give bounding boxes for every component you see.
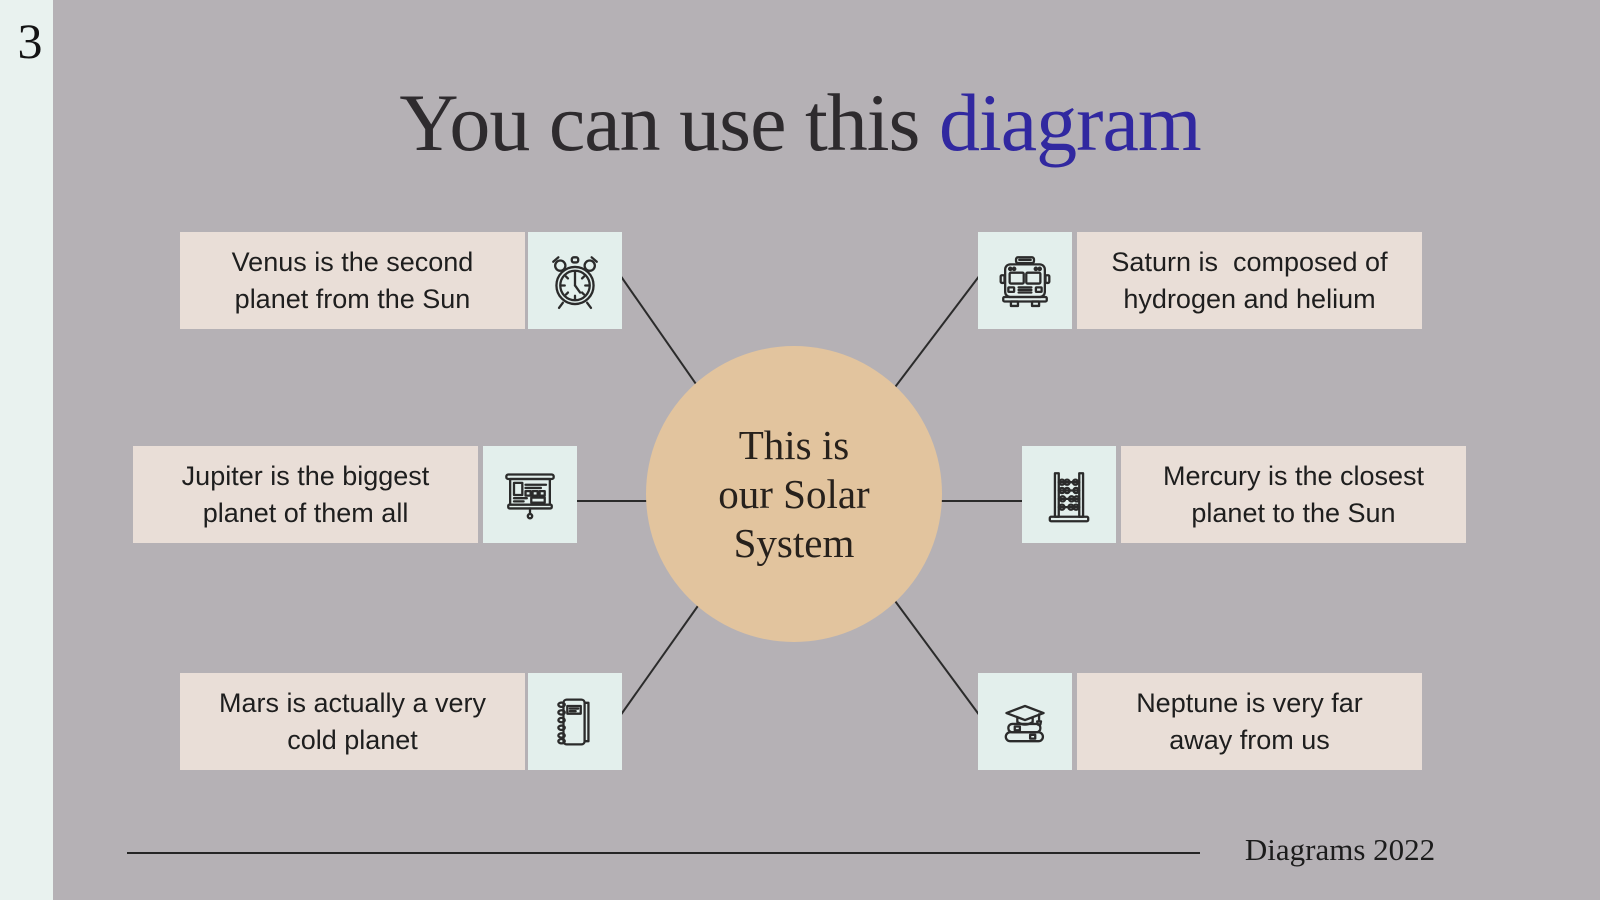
footer-rule bbox=[127, 852, 1200, 854]
title-text: You can use this bbox=[399, 77, 939, 168]
fact-text: Neptune is very far bbox=[1136, 687, 1363, 718]
fact-box-jupiter: Jupiter is the biggest planet of them al… bbox=[133, 446, 478, 543]
alarm-clock-icon bbox=[552, 255, 598, 309]
hub-line: This is bbox=[738, 421, 850, 468]
fact-text: Mercury is the closest bbox=[1162, 460, 1425, 491]
fact-text: away from us bbox=[1169, 724, 1330, 755]
fact-box-venus: Venus is the second planet from the Sun bbox=[180, 232, 525, 329]
title-highlight: diagram bbox=[938, 77, 1202, 168]
icon-tile-venus bbox=[528, 232, 622, 329]
graduation-cap-books-icon bbox=[1004, 704, 1045, 742]
icon-tile-mercury bbox=[1022, 446, 1116, 543]
slide-title: You can use this diagram bbox=[40, 76, 1560, 170]
fact-box-saturn: Saturn is composed of hydrogen and heliu… bbox=[1077, 232, 1422, 329]
footer-credit: Diagrams 2022 bbox=[1244, 832, 1436, 867]
school-bus-icon bbox=[999, 255, 1051, 307]
projection-screen-icon bbox=[505, 472, 555, 519]
icon-tile-mars bbox=[528, 673, 622, 770]
spiral-notebook-icon bbox=[557, 697, 590, 746]
fact-text: cold planet bbox=[287, 724, 418, 755]
hub-line: our Solar bbox=[718, 470, 870, 517]
abacus-icon bbox=[1048, 471, 1090, 522]
fact-text: hydrogen and helium bbox=[1123, 283, 1376, 314]
fact-text: planet to the Sun bbox=[1191, 497, 1396, 528]
side-strip bbox=[0, 0, 53, 900]
fact-text: Venus is the second bbox=[231, 246, 474, 277]
central-circle: This is our Solar System bbox=[646, 346, 942, 642]
icon-tile-saturn bbox=[978, 232, 1072, 329]
fact-box-neptune: Neptune is very far away from us bbox=[1077, 673, 1422, 770]
fact-text: planet from the Sun bbox=[234, 283, 471, 314]
fact-text: planet of them all bbox=[202, 497, 409, 528]
fact-text: Saturn is composed of bbox=[1111, 246, 1388, 277]
fact-box-mercury: Mercury is the closest planet to the Sun bbox=[1121, 446, 1466, 543]
fact-text: Mars is actually a very bbox=[218, 687, 487, 718]
icon-tile-neptune bbox=[978, 673, 1072, 770]
fact-box-mars: Mars is actually a very cold planet bbox=[180, 673, 525, 770]
fact-text: Jupiter is the biggest bbox=[181, 460, 430, 491]
hub-line: System bbox=[733, 519, 855, 566]
icon-tile-jupiter bbox=[483, 446, 577, 543]
page-number: 3 bbox=[17, 13, 43, 69]
